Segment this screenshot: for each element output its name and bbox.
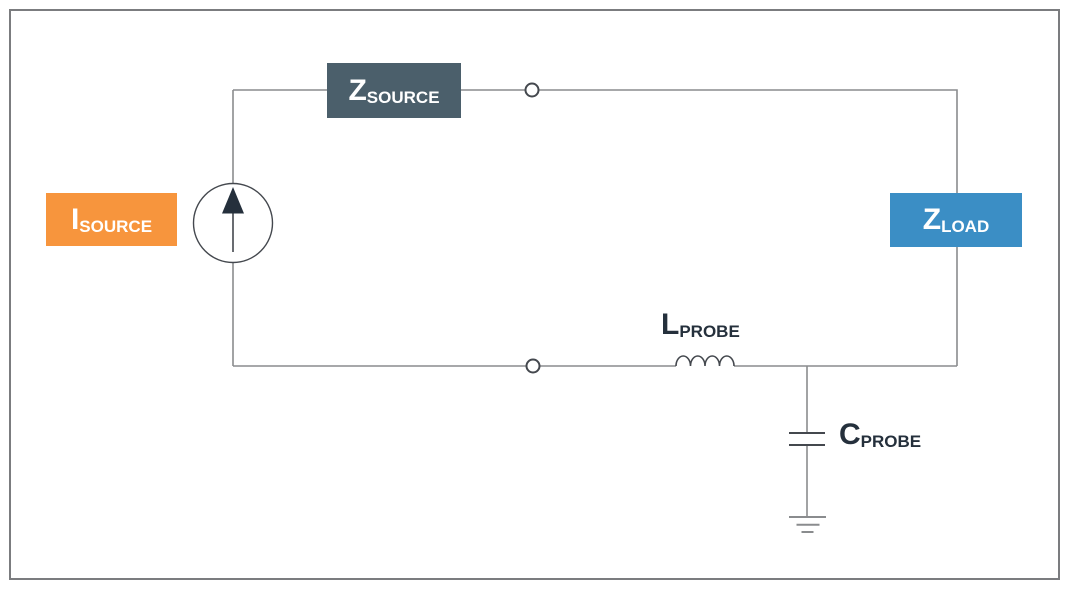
z-load-symbol: Z [922, 203, 942, 236]
z-source-symbol: Z [348, 73, 367, 107]
current-source-arrowhead-icon [222, 187, 244, 214]
i-source-symbol: I [70, 202, 80, 236]
l-probe-subscript: PROBE [679, 322, 740, 341]
terminal-node-bottom-icon [525, 358, 541, 374]
figure-border [9, 9, 1060, 580]
i-source-subscript: SOURCE [79, 216, 153, 236]
c-probe-subscript: PROBE [860, 432, 922, 451]
top-right-rail-wire [233, 89, 958, 366]
z-load-subscript: LOAD [941, 217, 990, 236]
c-probe-symbol: C [839, 418, 861, 451]
inductor-coil-icon [675, 355, 735, 367]
wires [232, 89, 958, 517]
terminal-node-top-icon [524, 82, 540, 98]
ground-icon [789, 516, 826, 533]
capacitor-icon [789, 432, 825, 446]
l-probe-symbol: L [661, 308, 680, 341]
z-source-subscript: SOURCE [366, 87, 440, 107]
